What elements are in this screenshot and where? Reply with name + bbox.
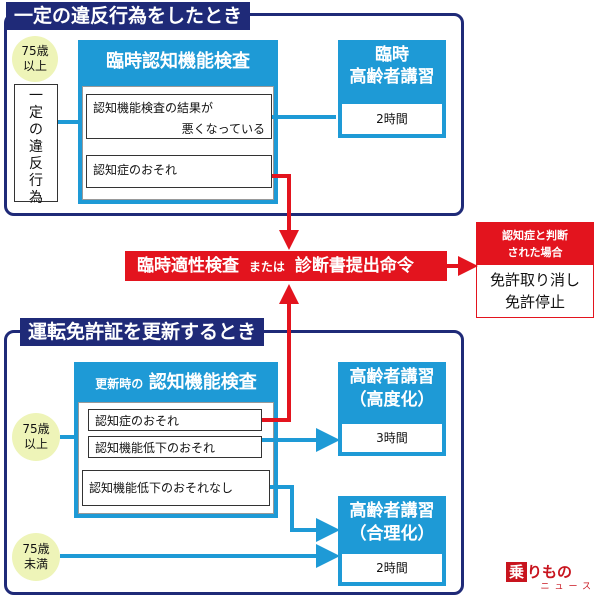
bottom-section-title: 運転免許証を更新するとき xyxy=(20,318,265,346)
judged-line1: 認知症と判断 xyxy=(502,229,568,242)
bottom-arrow-order xyxy=(262,284,299,422)
logo-sub: ニュース xyxy=(540,582,596,592)
top-result-worse-line2: 悪くなっている xyxy=(181,122,265,136)
judged-header: 認知症と判断 された場合 xyxy=(477,223,593,265)
order-or: または xyxy=(248,260,285,274)
site-logo: 乗りもの ニュース xyxy=(506,562,596,594)
bottom-age-under-line2: 未満 xyxy=(23,557,48,571)
top-age-line2: 以上 xyxy=(22,59,47,73)
bottom-result-decline: 認知機能低下のおそれ xyxy=(88,436,262,458)
top-result-worse-line1: 認知機能検査の結果が xyxy=(93,101,214,115)
logo-text: りもの xyxy=(527,563,573,581)
bottom-age-under-line1: 75歳 xyxy=(22,542,50,556)
top-result-dementia: 認知症のおそれ xyxy=(86,155,272,188)
violation-char: 違 xyxy=(29,139,43,155)
judged-box: 認知症と判断 された場合 免許取り消し 免許停止 xyxy=(476,222,594,318)
bottom-age-over-line1: 75歳 xyxy=(22,422,50,436)
bottom-exam-name: 認知機能検査 xyxy=(148,372,257,393)
outcome-revoke: 免許取り消し xyxy=(489,271,580,289)
order-diagnosis: 診断書提出命令 xyxy=(294,256,414,276)
top-arrow-order xyxy=(272,174,299,250)
bottom-lecture2-title: 高齢者講習 （合理化） xyxy=(338,498,446,548)
top-lecture-line2: 高齢者講習 xyxy=(349,67,435,87)
outcome-text: 免許取り消し 免許停止 xyxy=(477,265,593,313)
bottom-lecture1-title: 高齢者講習 （高度化） xyxy=(338,364,446,414)
violation-char: 行 xyxy=(29,173,43,189)
bottom-lecture1-hours: 3時間 xyxy=(342,424,442,452)
bottom-result-dementia: 認知症のおそれ xyxy=(88,409,262,431)
bottom-lecture1-line2: （高度化） xyxy=(349,390,435,410)
violation-char: 為 xyxy=(29,190,43,206)
bottom-lecture2-hours: 2時間 xyxy=(342,554,442,582)
violation-char: 一 xyxy=(29,88,43,104)
bottom-arrow-lecture2 xyxy=(270,485,340,542)
bottom-lecture1-line1: 高齢者講習 xyxy=(349,367,435,387)
violation-char: 定 xyxy=(29,105,43,121)
violation-char: の xyxy=(29,122,43,138)
violation-char: 反 xyxy=(29,156,43,172)
bottom-lecture2-line2: （合理化） xyxy=(349,524,435,544)
bottom-exam-prefix: 更新時の xyxy=(95,377,144,391)
judged-line2: された場合 xyxy=(507,246,563,259)
top-age-badge: 75歳 以上 xyxy=(12,36,58,82)
top-lecture-title: 臨時 高齢者講習 xyxy=(338,42,446,90)
top-result-worse: 認知機能検査の結果が 悪くなっている xyxy=(86,94,272,139)
bottom-exam-title: 更新時の 認知機能検査 xyxy=(74,366,278,400)
bottom-result-no-decline: 認知機能低下のおそれなし xyxy=(82,470,270,506)
order-temporary-test: 臨時適性検査 xyxy=(137,256,239,276)
top-lecture-line1: 臨時 xyxy=(375,45,409,65)
logo-mark: 乗 xyxy=(506,562,528,582)
top-age-line1: 75歳 xyxy=(21,44,49,58)
top-lecture-hours: 2時間 xyxy=(342,104,442,134)
top-exam-title: 臨時認知機能検査 xyxy=(78,44,278,80)
top-section-title: 一定の違反行為をしたとき xyxy=(6,2,251,30)
outcome-suspend: 免許停止 xyxy=(504,293,565,311)
bottom-age-under-badge: 75歳 未満 xyxy=(12,533,60,581)
order-bar: 臨時適性検査 または 診断書提出命令 xyxy=(125,251,447,281)
bottom-age-over-line2: 以上 xyxy=(23,437,48,451)
violation-box: 一 定 の 違 反 行 為 xyxy=(14,84,58,206)
bottom-age-over-badge: 75歳 以上 xyxy=(12,413,60,461)
bottom-lecture2-line1: 高齢者講習 xyxy=(349,501,435,521)
